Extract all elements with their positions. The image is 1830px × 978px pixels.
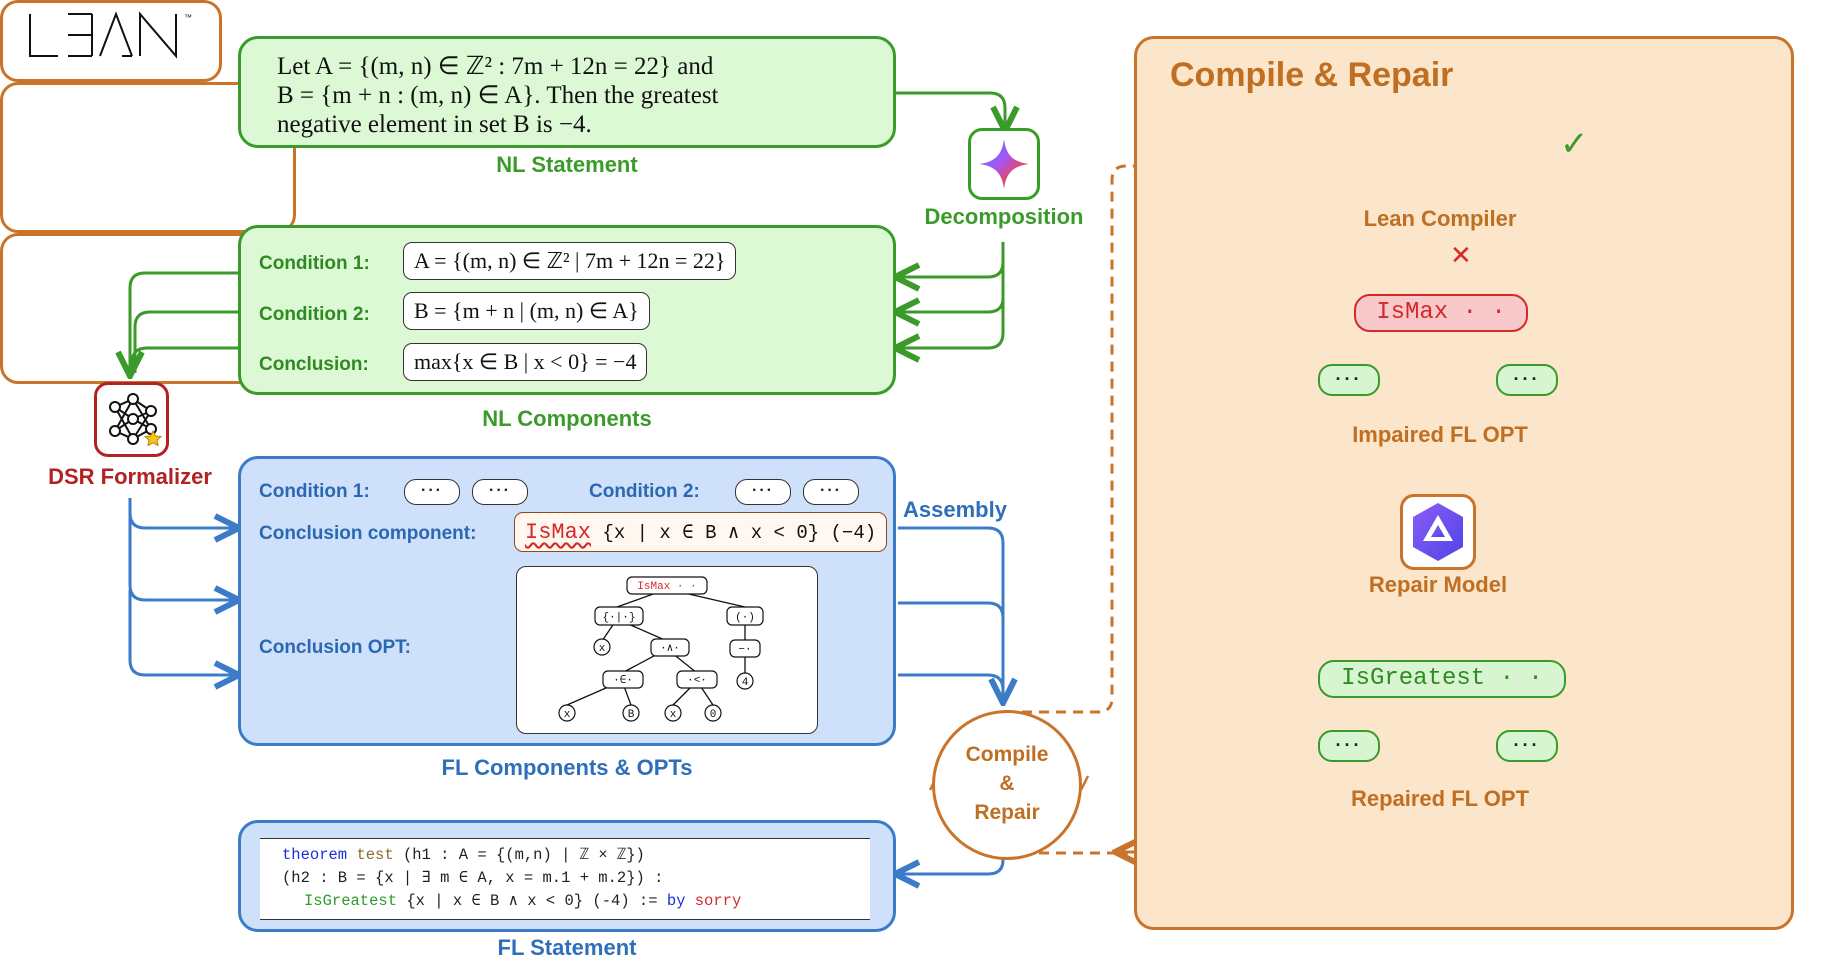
fl-conclusion-opt-label: Conclusion OPT: <box>259 637 411 658</box>
dsr-caption: DSR Formalizer <box>48 464 212 489</box>
nl-components-box: Condition 1: A = {(m, n) ∈ ℤ² | 7m + 12n… <box>238 225 896 395</box>
tree-x1: x <box>599 643 606 655</box>
dsr-icon-box <box>94 382 169 457</box>
fl-cond1-dots-b: ··· <box>472 479 528 505</box>
arrow-components-to-dsr <box>130 271 240 373</box>
code-l3-rest: {x | x ∈ B ∧ x < 0} (-4) := <box>397 892 667 910</box>
code-line-2: (h2 : B = {x | ∃ m ∈ A, x = m.1 + m.2}) … <box>282 869 664 887</box>
fl-cond2-label: Condition 2: <box>589 481 700 502</box>
assembly-caption: Assembly <box>903 497 1007 522</box>
dashed-to-lean <box>1022 166 1330 714</box>
fl-statement-code: theorem test (h1 : A = {(m,n) | ℤ × ℤ}) … <box>260 838 870 920</box>
repaired-isgreatest-node: IsGreatest · · <box>1318 660 1566 698</box>
tree-x2: x <box>564 709 571 721</box>
compile-repair-circle <box>932 710 1082 860</box>
qwen-logo-icon <box>1413 503 1463 561</box>
arrow-nl-to-decomp <box>895 91 1005 128</box>
tree-lt-node: ·<· <box>687 675 707 687</box>
repair-model-icon-box <box>1400 494 1476 570</box>
repaired-caption: Repaired FL OPT <box>1350 786 1530 811</box>
nl-line-3: negative element in set B is −4. <box>277 111 592 138</box>
nl-components-caption: NL Components <box>482 406 652 431</box>
tree-in-node: ·∈· <box>613 675 633 687</box>
gemini-sparkle-icon <box>979 139 1029 189</box>
tree-set-node: {·|·} <box>602 612 635 624</box>
arrow-assembly <box>898 526 1003 700</box>
nl-cond1-expr: A = {(m, n) ∈ ℤ² | 7m + 12n = 22} <box>403 242 737 280</box>
fl-cond2-dots-b: ··· <box>803 479 859 505</box>
lean-tm: ™ <box>184 13 192 22</box>
code-line-1: theorem test (h1 : A = {(m,n) | ℤ × ℤ}) <box>282 845 645 864</box>
tree-and-node: ·∧· <box>660 643 680 655</box>
repair-caption: Repair Model <box>1368 572 1508 597</box>
fl-cond2-dots-a: ··· <box>735 479 791 505</box>
fl-conclusion-component-label: Conclusion component: <box>259 523 477 544</box>
kw-test: test <box>356 846 394 864</box>
tree-root: IsMax · · <box>637 581 696 593</box>
fl-cond1-dots-a: ··· <box>404 479 460 505</box>
nl-line-2: B = {m + n : (m, n) ∈ A}. Then the great… <box>277 82 719 109</box>
code-l1-rest: (h1 : A = {(m,n) | ℤ × ℤ}) <box>393 846 645 864</box>
arrow-dsr-to-fl <box>128 498 236 528</box>
repaired-right-dots: ··· <box>1496 730 1558 762</box>
opt-tree-svg: IsMax · · {·|·} (·) x ·∧· −· ·∈· ·<· 4 x <box>558 576 764 722</box>
decomposition-caption: Decomposition <box>924 204 1084 229</box>
impaired-caption: Impaired FL OPT <box>1352 422 1528 447</box>
nl-cond2-label: Condition 2: <box>259 304 370 325</box>
arrow-decomp-to-components <box>898 242 1005 348</box>
star-icon <box>143 429 163 447</box>
impaired-ismax-node: IsMax · · <box>1354 294 1528 332</box>
repaired-left-dots: ··· <box>1318 730 1380 762</box>
kw-theorem: theorem <box>282 846 348 864</box>
kw-sorry: sorry <box>694 892 742 910</box>
lean-compiler-box: ™ <box>0 0 222 82</box>
nl-statement-box: Let A = {(m, n) ∈ ℤ² : 7m + 12n = 22} an… <box>238 36 896 148</box>
circle-line-3: Repair <box>974 801 1040 824</box>
kw-by: by <box>666 892 686 910</box>
tree-paren-node: (·) <box>735 612 755 624</box>
compile-repair-panel <box>1134 36 1794 930</box>
fl-components-caption: FL Components & OPTs <box>441 755 693 780</box>
lean-check-icon: ✓ <box>1560 125 1589 163</box>
conclusion-rest: {x | x ∈ B ∧ x < 0} (−4) <box>591 522 877 544</box>
nl-conclusion-label: Conclusion: <box>259 354 369 375</box>
tree-zero: 0 <box>710 709 717 721</box>
code-line-3: IsGreatest {x | x ∈ B ∧ x < 0} (-4) := b… <box>304 891 741 910</box>
nl-conclusion-expr: max{x ∈ B | x < 0} = −4 <box>403 343 648 381</box>
fl-statement-caption: FL Statement <box>497 935 637 960</box>
nl-cond1-label: Condition 1: <box>259 253 370 274</box>
fl-conclusion-component-expr: IsMax {x | x ∈ B ∧ x < 0} (−4) <box>514 512 888 552</box>
impaired-right-dots: ··· <box>1496 364 1558 396</box>
kw-isgreatest: IsGreatest <box>304 892 398 910</box>
tree-neg-node: −· <box>738 644 751 656</box>
arrow-to-fl-statement <box>898 855 1005 874</box>
tree-B: B <box>628 709 635 721</box>
ismax-token: IsMax <box>525 520 592 545</box>
panel-title: Compile & Repair <box>1170 56 1454 94</box>
lean-caption: Lean Compiler <box>1363 206 1517 231</box>
conclusion-opt-tree: IsMax · · {·|·} (·) x ·∧· −· ·∈· ·<· 4 x <box>516 566 818 734</box>
tree-x3: x <box>670 709 677 721</box>
nl-statement-caption: NL Statement <box>496 152 638 177</box>
neural-network-icon <box>109 393 163 447</box>
decomposition-icon-box <box>968 128 1040 200</box>
lean-logo-icon: ™ <box>29 11 192 59</box>
nl-cond2-expr: B = {m + n | (m, n) ∈ A} <box>403 292 650 330</box>
nl-line-1: Let A = {(m, n) ∈ ℤ² : 7m + 12n = 22} an… <box>277 53 714 80</box>
circle-line-2: & <box>999 772 1015 795</box>
fl-cond1-label: Condition 1: <box>259 481 370 502</box>
impaired-left-dots: ··· <box>1318 364 1380 396</box>
lean-cross-icon: ✕ <box>1450 240 1472 270</box>
tree-four: 4 <box>742 677 749 689</box>
circle-line-1: Compile <box>965 743 1049 766</box>
